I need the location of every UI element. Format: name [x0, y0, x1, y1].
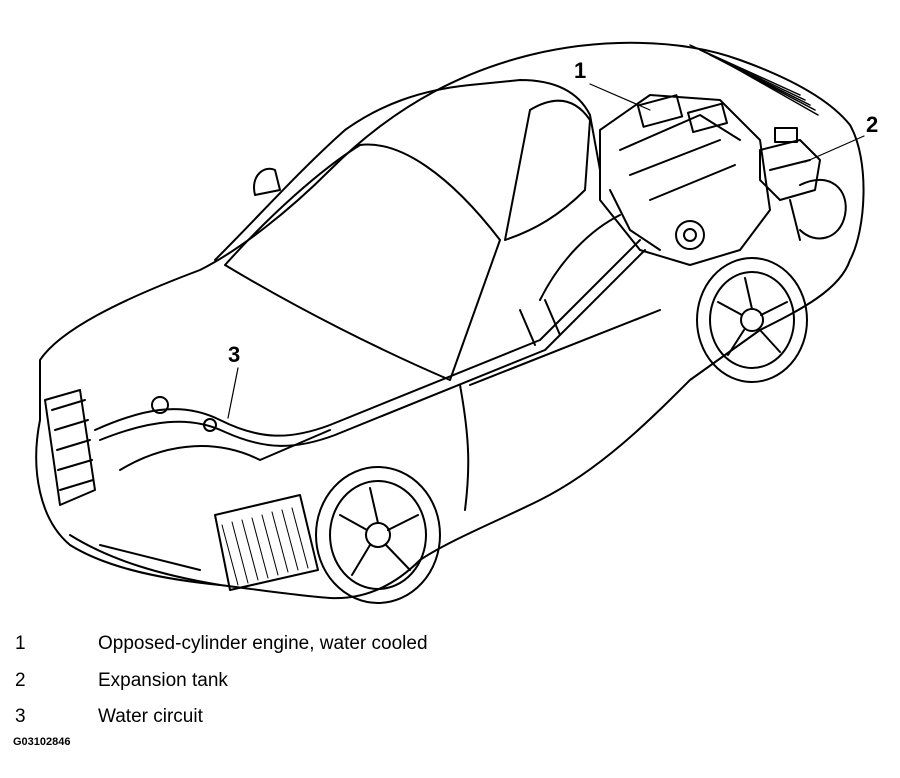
- legend-number: 1: [15, 633, 26, 654]
- front-wheel: [315, 466, 441, 604]
- front-radiator-right: [214, 494, 319, 591]
- expansion-tank: [759, 127, 821, 201]
- legend-number: 2: [15, 670, 26, 691]
- front-radiator-left: [44, 389, 96, 506]
- cabin-outline: [214, 79, 601, 261]
- rear-muffler: [789, 178, 847, 241]
- side-window: [504, 99, 591, 241]
- figure-code: G03102846: [13, 736, 71, 748]
- callout-3: 3: [228, 342, 241, 367]
- door-line: [459, 309, 661, 511]
- legend-text: Opposed-cylinder engine, water cooled: [98, 633, 428, 654]
- leader-line-1: [589, 83, 651, 111]
- rear-engine-louvers: [689, 44, 819, 116]
- callout-1: 1: [574, 58, 587, 83]
- water-circuit-pipes: [94, 214, 646, 471]
- callout-2: 2: [866, 112, 879, 137]
- legend-text: Expansion tank: [98, 670, 228, 691]
- rear-wheel: [696, 257, 808, 383]
- front-bumper: [69, 534, 221, 586]
- engine-block: [599, 94, 771, 266]
- leader-line-3: [227, 367, 239, 419]
- legend-text: Water circuit: [98, 706, 203, 727]
- leader-line-2: [804, 135, 865, 163]
- legend-number: 3: [15, 706, 26, 727]
- car-body-outline: [35, 41, 865, 600]
- windshield: [224, 143, 501, 381]
- side-mirror: [253, 167, 281, 196]
- car-cooling-system-illustration: [35, 41, 865, 604]
